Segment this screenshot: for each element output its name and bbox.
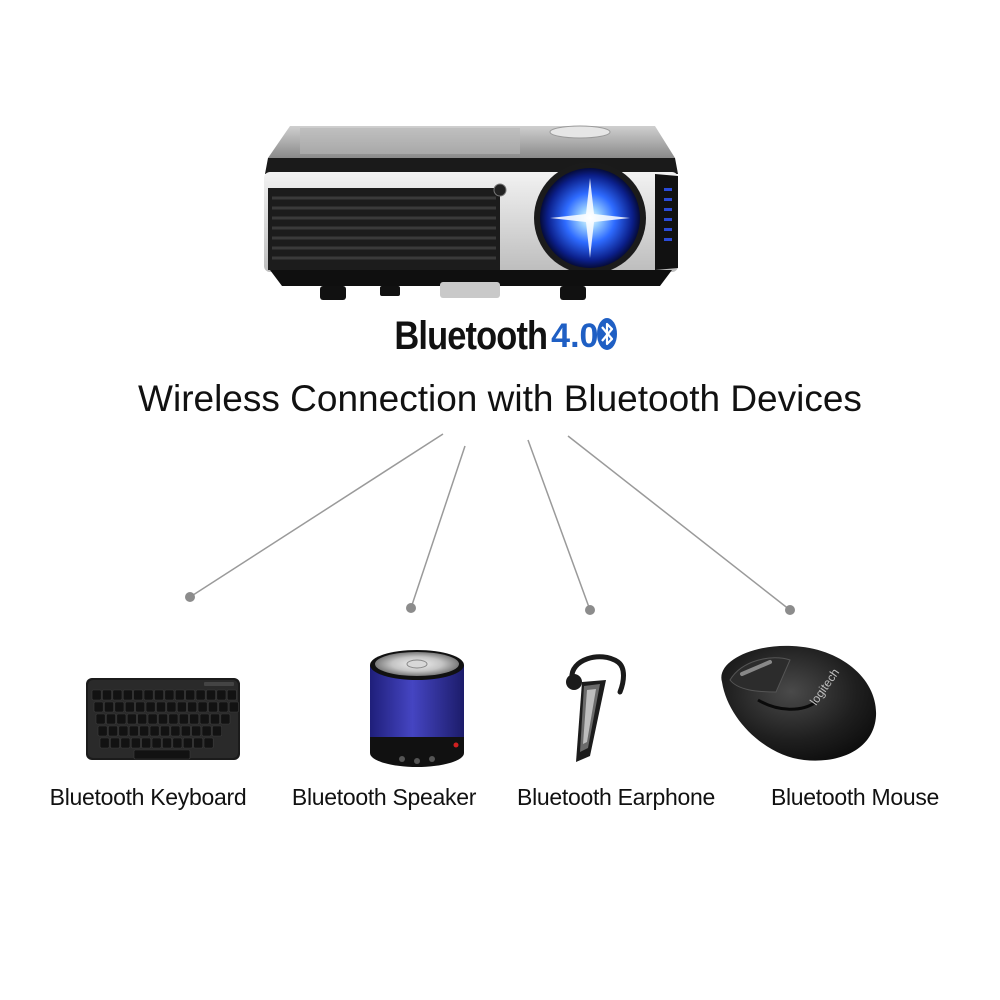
keyboard-key — [135, 701, 146, 713]
keyboard-key — [212, 725, 222, 737]
label-bluetooth-mouse: Bluetooth Mouse — [770, 784, 940, 810]
keyboard-key — [193, 737, 204, 749]
keyboard-key — [216, 689, 227, 701]
keyboard-key — [116, 713, 127, 725]
keyboard-key — [218, 701, 229, 713]
keyboard-key — [187, 701, 198, 713]
keyboard-key — [201, 725, 212, 737]
bluetooth-icon — [596, 317, 618, 356]
keyboard-key — [156, 701, 166, 713]
connector-dot-earphone — [585, 605, 595, 615]
connector-earphone — [527, 439, 591, 611]
keyboard-key — [180, 725, 191, 737]
keyboard-key — [226, 689, 237, 701]
connector-mouse — [567, 435, 791, 611]
keyboard-key — [195, 689, 206, 701]
keyboard-key — [197, 701, 208, 713]
keyboard-key — [141, 737, 152, 749]
keyboard-key — [102, 689, 112, 701]
keyboard-key — [104, 701, 114, 713]
mouse-image: logitech — [721, 645, 877, 761]
keyboard-key — [143, 689, 154, 701]
keyboard-key — [118, 725, 129, 737]
connector-dot-keyboard — [185, 592, 195, 602]
keyboard-key — [137, 713, 148, 725]
keyboard-key — [160, 725, 170, 737]
keyboard-key — [199, 713, 210, 725]
connector-dot-speaker — [406, 603, 416, 613]
keyboard-key — [228, 701, 239, 713]
keyboard-key — [210, 713, 220, 725]
keyboard-key — [112, 689, 123, 701]
keyboard-key — [189, 713, 200, 725]
keyboard-image — [86, 678, 240, 760]
keyboard-key — [168, 713, 179, 725]
keyboard-key — [147, 713, 158, 725]
keyboard-key — [166, 701, 177, 713]
keyboard-key — [158, 713, 168, 725]
keyboard-key — [151, 737, 162, 749]
bluetooth-logo-version: 4.0 — [551, 317, 599, 355]
keyboard-key — [106, 713, 116, 725]
keyboard-key — [172, 737, 183, 749]
keyboard-key — [122, 689, 133, 701]
connector-keyboard — [189, 433, 444, 598]
earphone-image — [566, 654, 626, 762]
keyboard-key — [124, 701, 135, 713]
connector-speaker — [410, 445, 466, 609]
keyboard-key — [162, 737, 172, 749]
keyboard-key — [97, 725, 108, 737]
keyboard-key — [114, 701, 125, 713]
keyboard-key — [133, 689, 144, 701]
keyboard-key — [93, 701, 104, 713]
keyboard-key — [203, 737, 214, 749]
keyboard-key — [220, 713, 231, 725]
keyboard-key — [149, 725, 160, 737]
keyboard-key — [128, 725, 139, 737]
keyboard-spacebar — [133, 749, 191, 760]
label-bluetooth-earphone: Bluetooth Earphone — [517, 784, 715, 810]
keyboard-key — [91, 689, 102, 701]
keyboard-key — [176, 701, 187, 713]
speaker-image — [370, 650, 464, 767]
projector-image — [264, 125, 678, 300]
keyboard-key — [170, 725, 181, 737]
keyboard-key — [108, 725, 118, 737]
connector-dot-mouse — [785, 605, 795, 615]
keyboard-key — [185, 689, 196, 701]
keyboard-key — [110, 737, 120, 749]
keyboard-key — [154, 689, 164, 701]
keyboard-key — [182, 737, 193, 749]
bluetooth-logo-word: Bluetooth — [393, 314, 548, 358]
keyboard-key — [206, 689, 216, 701]
keyboard-key — [139, 725, 150, 737]
keyboard-key — [130, 737, 141, 749]
keyboard-key — [120, 737, 131, 749]
keyboard-key — [164, 689, 175, 701]
label-bluetooth-keyboard: Bluetooth Keyboard — [49, 784, 247, 810]
keyboard-key — [99, 737, 110, 749]
keyboard-key — [95, 713, 106, 725]
headline: Wireless Connection with Bluetooth Devic… — [138, 378, 862, 419]
keyboard-key — [174, 689, 185, 701]
keyboard-key — [145, 701, 156, 713]
keyboard-key — [178, 713, 189, 725]
keyboard-key — [191, 725, 202, 737]
keyboard-key — [126, 713, 137, 725]
keyboard-key — [208, 701, 218, 713]
label-bluetooth-speaker: Bluetooth Speaker — [291, 784, 477, 810]
